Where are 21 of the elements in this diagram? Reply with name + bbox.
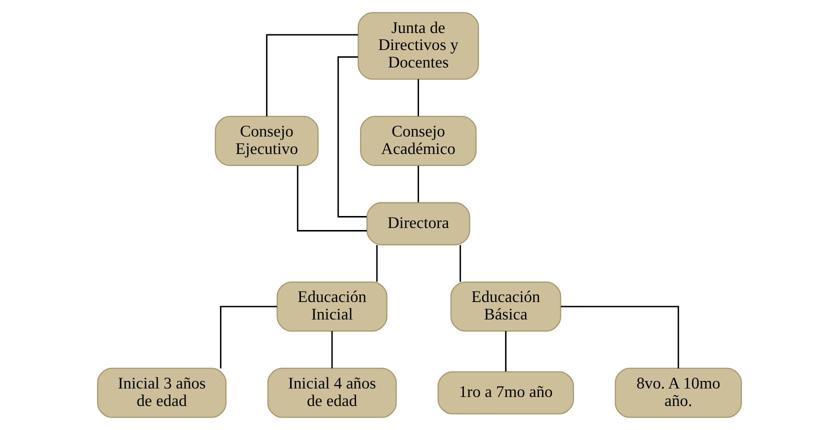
node-box: 1ro a 7mo año: [438, 371, 574, 414]
connector: [331, 331, 333, 368]
node-box: Inicial 4 años de edad: [267, 368, 397, 418]
connector: [337, 56, 367, 218]
node-box: Directora: [366, 202, 470, 246]
connector: [418, 166, 420, 202]
connector: [418, 79, 420, 116]
connector: [376, 245, 378, 282]
connector: [460, 245, 462, 282]
node-box: Educación Inicial: [276, 281, 388, 332]
connector: [505, 331, 506, 372]
connector: [296, 166, 367, 232]
connector: [266, 34, 358, 116]
node-box: Junta de Directivos y Docentes: [358, 12, 479, 80]
node-box: Educación Básica: [450, 281, 562, 332]
node-box: 8vo. A 10mo año.: [614, 368, 742, 418]
node-box: Inicial 3 años de edad: [97, 368, 227, 418]
connector: [560, 306, 680, 368]
connector: [220, 306, 278, 368]
node-box: Consejo Ejecutivo: [214, 116, 319, 166]
node-box: Consejo Académico: [360, 116, 477, 166]
